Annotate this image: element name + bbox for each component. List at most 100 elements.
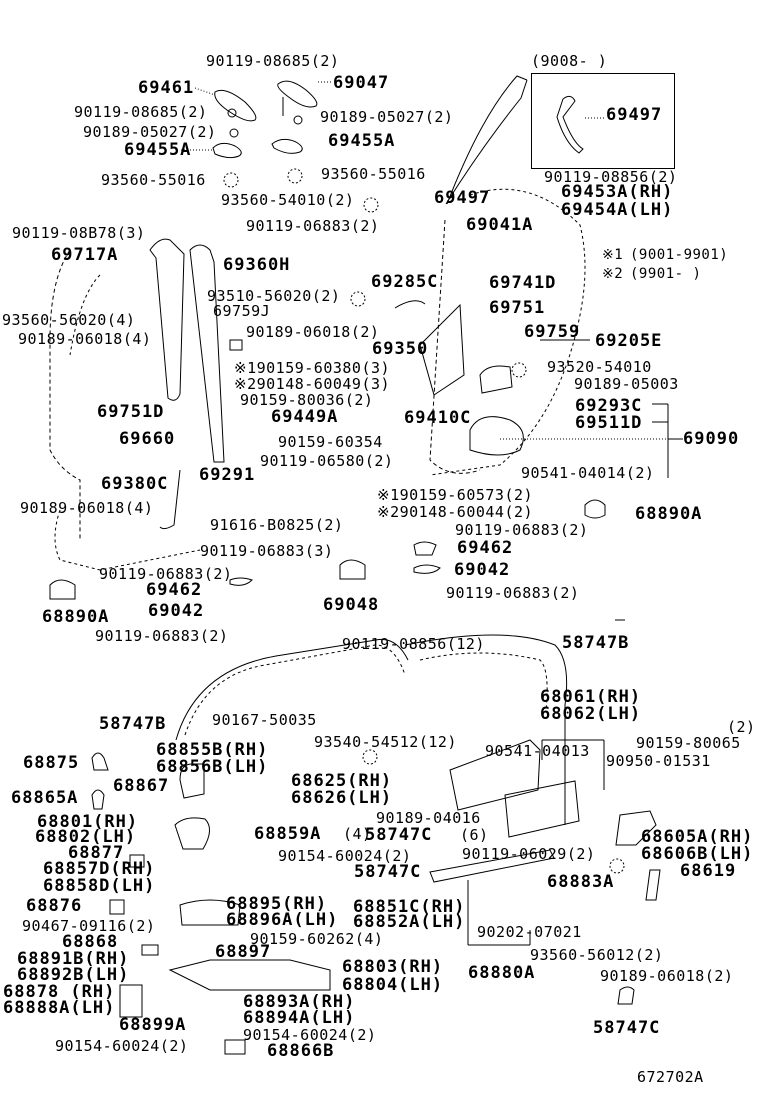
part-number-label[interactable]: 69042 [454, 560, 511, 580]
part-number-label[interactable]: 69291 [199, 465, 256, 485]
part-number-label[interactable]: 90119-08685(2) [206, 52, 340, 70]
part-number-label[interactable]: 69462 [457, 538, 514, 558]
part-number-label[interactable]: 68606B(LH) [641, 844, 754, 864]
part-number-label[interactable]: 68890A [635, 504, 703, 524]
part-number-label[interactable]: 90119-06029(2) [462, 845, 596, 863]
part-number-label[interactable]: 90119-06580(2) [260, 452, 394, 470]
part-number-label[interactable]: 69461 [138, 78, 195, 98]
part-number-label[interactable]: 68899A [119, 1015, 187, 1035]
part-number-label[interactable]: 90119-06883(2) [455, 521, 589, 539]
part-number-label[interactable]: 69751D [97, 402, 165, 422]
part-number-label[interactable]: 93560-55016 [321, 165, 426, 183]
part-number-label[interactable]: 68890A [42, 607, 110, 627]
part-number-label[interactable]: 69462 [146, 580, 203, 600]
part-number-label[interactable]: 69717A [51, 245, 119, 265]
part-number-label[interactable]: 69454A(LH) [561, 200, 674, 220]
part-number-label[interactable]: 69350 [372, 339, 429, 359]
part-number-label[interactable]: 68892B(LH) [17, 965, 130, 985]
part-number-label[interactable]: 90467-09116(2) [22, 917, 156, 935]
part-number-label[interactable]: 90119-06883(2) [446, 584, 580, 602]
part-number-label[interactable]: 93520-54010 [547, 358, 652, 376]
part-number-label[interactable]: 68859A [254, 824, 322, 844]
part-number-label[interactable]: 90541-04013 [485, 742, 590, 760]
part-number-label[interactable]: 90189-05003 [574, 375, 679, 393]
part-number-label[interactable]: 90154-60024(2) [243, 1026, 377, 1044]
part-number-label[interactable]: 68062(LH) [540, 704, 642, 724]
part-number-label[interactable]: 68852A(LH) [353, 912, 466, 932]
part-number-label[interactable]: 90167-50035 [212, 711, 317, 729]
part-number-label[interactable]: 93510-56020(2) [207, 287, 341, 305]
part-number-label[interactable]: 68875 [23, 753, 80, 773]
part-number-label[interactable]: 69497 [434, 188, 491, 208]
part-number-label[interactable]: 69042 [148, 601, 205, 621]
part-number-label[interactable]: 90189-04016 [376, 809, 481, 827]
part-number-label[interactable]: 90119-08856(2) [544, 168, 678, 186]
part-number-label[interactable]: 68619 [680, 861, 737, 881]
part-number-label[interactable]: 90154-60024(2) [55, 1037, 189, 1055]
part-number-label[interactable]: 90189-06018(4) [20, 499, 154, 517]
part-number-label[interactable]: 68605A(RH) [641, 827, 754, 847]
part-number-label[interactable]: 69453A(RH) [561, 182, 674, 202]
part-number-label[interactable]: (2) [727, 718, 756, 736]
part-number-label[interactable]: 93560-56020(4) [2, 311, 136, 329]
part-number-label[interactable]: 68803(RH) [342, 957, 444, 977]
part-number-label[interactable]: ※290148-60044(2) [377, 503, 534, 521]
part-number-label[interactable]: 93540-54512(12) [314, 733, 457, 751]
part-number-label[interactable]: 58747C [365, 825, 433, 845]
part-number-label[interactable]: 68626(LH) [291, 788, 393, 808]
part-number-label[interactable]: 68880A [468, 963, 536, 983]
part-number-label[interactable]: 69455A [328, 131, 396, 151]
part-number-label[interactable]: 90189-06018(2) [600, 967, 734, 985]
part-number-label[interactable]: 90119-08B78(3) [12, 224, 146, 242]
part-number-label[interactable]: 69090 [683, 429, 740, 449]
part-number-label[interactable]: 93560-56012(2) [530, 946, 664, 964]
part-number-label[interactable]: 90154-60024(2) [278, 847, 412, 865]
part-number-label[interactable]: 90119-06883(3) [200, 542, 334, 560]
part-number-label[interactable]: 69048 [323, 595, 380, 615]
part-number-label[interactable]: 90159-60354 [278, 433, 383, 451]
part-number-label[interactable]: 68856B(LH) [156, 757, 269, 777]
part-number-label[interactable]: 58747B [99, 714, 167, 734]
part-number-label[interactable]: ※290148-60049(3) [234, 375, 391, 393]
part-number-label[interactable]: 90189-06018(2) [246, 323, 380, 341]
part-number-label[interactable]: 69741D [489, 273, 557, 293]
part-number-label[interactable]: 93560-55016 [101, 171, 206, 189]
part-number-label[interactable]: 68894A(LH) [243, 1008, 356, 1028]
part-number-label[interactable]: 58747B [562, 633, 630, 653]
part-number-label[interactable]: 68858D(LH) [43, 876, 156, 896]
part-number-label[interactable]: 90950-01531 [606, 752, 711, 770]
part-number-label[interactable]: 90159-80065 [636, 734, 741, 752]
part-number-label[interactable]: 90202-07021 [477, 923, 582, 941]
part-number-label[interactable]: 68891B(RH) [17, 949, 130, 969]
part-number-label[interactable]: 69293C [575, 396, 643, 416]
part-number-label[interactable]: 68877 [68, 843, 125, 863]
part-number-label[interactable]: 68865A [11, 788, 79, 808]
part-number-label[interactable]: 69751 [489, 298, 546, 318]
part-number-label[interactable]: 68804(LH) [342, 975, 444, 995]
part-number-label[interactable]: 90119-06883(2) [99, 565, 233, 583]
part-number-label[interactable]: ※190159-60573(2) [377, 486, 534, 504]
part-number-label[interactable]: 69041A [466, 215, 534, 235]
part-number-label[interactable]: 68868 [62, 932, 119, 952]
part-number-label[interactable]: 68867 [113, 776, 170, 796]
part-number-label[interactable]: 90119-08685(2) [74, 103, 208, 121]
part-number-label[interactable]: 69511D [575, 413, 643, 433]
part-number-label[interactable]: ※190159-60380(3) [234, 359, 391, 377]
part-number-label[interactable]: 68893A(RH) [243, 992, 356, 1012]
part-number-label[interactable]: 68878 (RH) [3, 982, 116, 1002]
part-number-label[interactable]: 90159-60262(4) [250, 930, 384, 948]
part-number-label[interactable]: 90189-05027(2) [83, 123, 217, 141]
part-number-label[interactable]: 69047 [333, 73, 390, 93]
part-number-label[interactable]: 90119-06883(2) [95, 627, 229, 645]
part-number-label[interactable]: 90189-05027(2) [320, 108, 454, 126]
part-number-label[interactable]: 68801(RH) [37, 812, 139, 832]
part-number-label[interactable]: 69360H [223, 255, 291, 275]
part-number-label[interactable]: 90541-04014(2) [521, 464, 655, 482]
part-number-label[interactable]: 90189-06018(4) [18, 330, 152, 348]
part-number-label[interactable]: 58747C [593, 1018, 661, 1038]
part-number-label[interactable]: 68061(RH) [540, 687, 642, 707]
part-number-label[interactable]: (4) [343, 825, 372, 843]
part-number-label[interactable]: 93560-54010(2) [221, 191, 355, 209]
part-number-label[interactable]: 68857D(RH) [43, 859, 156, 879]
part-number-label[interactable]: 68895(RH) [226, 894, 328, 914]
